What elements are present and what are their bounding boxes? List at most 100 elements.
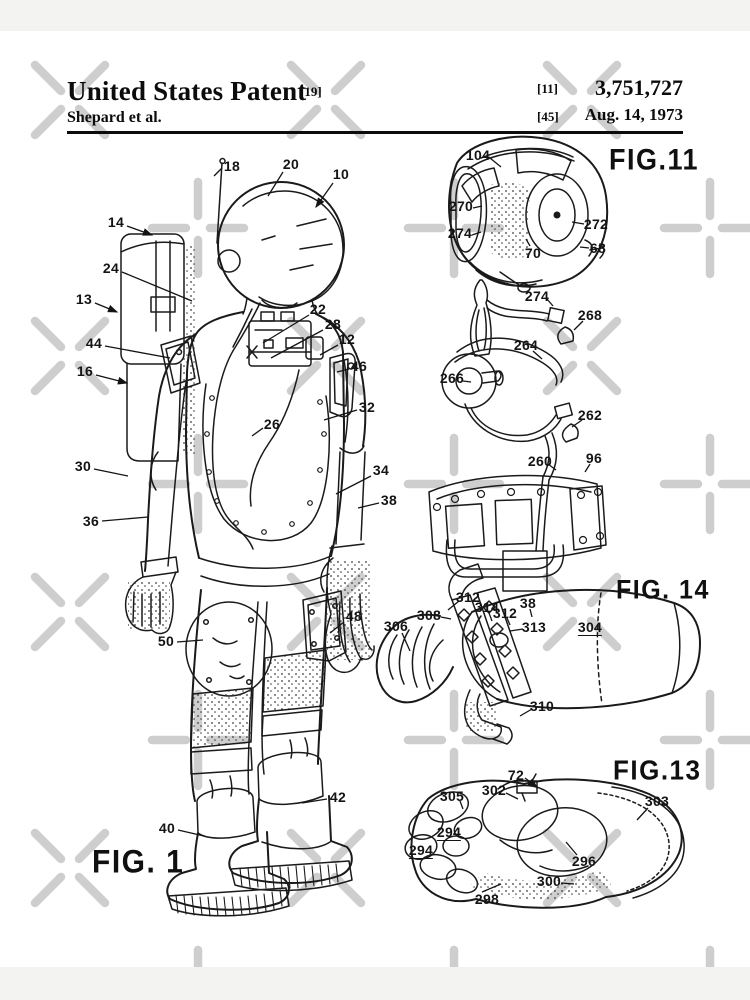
callout-fig13-298: 298	[474, 891, 500, 907]
watermark-mark	[586, 104, 622, 140]
watermark-mark	[330, 872, 366, 908]
callout-fig1-42: 42	[329, 789, 347, 805]
leader-line	[472, 205, 483, 209]
callout-fig14-310: 310	[529, 698, 555, 714]
watermark-mark	[74, 872, 110, 908]
watermark-mark	[586, 616, 622, 652]
callout-fig1-44: 44	[85, 335, 103, 351]
leader-line	[547, 463, 557, 471]
leader-line	[213, 167, 223, 177]
leader-line	[506, 617, 511, 626]
leader-line	[532, 350, 543, 360]
watermark-mark	[586, 828, 622, 864]
callout-fig13-302: 302	[481, 782, 507, 798]
watermark-mark	[74, 828, 110, 864]
leader-line	[336, 368, 350, 373]
watermark-mark	[542, 616, 578, 652]
leader-line	[95, 374, 129, 385]
patent-title: United States Patent	[67, 76, 307, 106]
watermark-mark	[330, 316, 366, 352]
watermark-mark	[30, 828, 66, 864]
callout-fig11-262: 262	[577, 407, 603, 423]
leader-line	[573, 320, 584, 331]
watermark-mark	[30, 360, 66, 396]
patent-date-label: [45]	[537, 109, 559, 124]
watermark-mark	[30, 60, 66, 96]
watermark-mark	[30, 104, 66, 140]
fig1-spacesuit-drawing	[120, 157, 375, 917]
watermark-mark	[286, 104, 322, 140]
leader-line	[481, 883, 502, 893]
leader-line	[571, 221, 585, 225]
callout-fig14-312: 312	[455, 589, 481, 605]
callout-fig13-303: 303	[644, 793, 670, 809]
leader-line	[301, 798, 328, 804]
watermark-mark	[74, 616, 110, 652]
callout-fig1-46: 46	[350, 358, 368, 374]
callout-fig13-305: 305	[439, 788, 465, 804]
watermark-mark	[330, 828, 366, 864]
callout-fig1-16: 16	[76, 363, 94, 379]
callout-fig11-70: 70	[524, 245, 542, 261]
watermark-mark	[330, 360, 366, 396]
leader-line	[584, 463, 591, 473]
callout-fig11-272: 272	[583, 216, 609, 232]
watermark-mark	[330, 60, 366, 96]
callout-fig1-14: 14	[107, 214, 125, 230]
callout-fig13-294: 294	[436, 824, 462, 841]
callout-fig11-268: 268	[577, 307, 603, 323]
watermark-mark	[74, 360, 110, 396]
callout-fig14-314: 314	[474, 599, 500, 615]
callout-fig1-24: 24	[102, 260, 120, 276]
inventor-name: Shepard et al.	[67, 109, 162, 126]
leader-line	[267, 171, 284, 197]
leader-line	[529, 608, 533, 618]
watermark-mark	[286, 60, 322, 96]
callout-fig11-260: 260	[527, 453, 553, 469]
callout-fig11-270: 270	[448, 198, 474, 214]
leader-line	[335, 475, 372, 495]
callout-fig14-304: 304	[577, 619, 603, 636]
figure-label-fig14: FIG. 14	[616, 574, 710, 606]
watermark-mark	[330, 104, 366, 140]
watermark-mark	[30, 872, 66, 908]
patent-date: Aug. 14, 1973	[584, 105, 683, 124]
figure-label-fig13: FIG.13	[613, 753, 702, 787]
leader-line	[251, 427, 264, 437]
callout-fig11-274: 274	[447, 225, 473, 241]
watermark-mark	[586, 360, 622, 396]
fig14-glove-drawing	[375, 563, 701, 745]
leader-line	[357, 502, 380, 509]
watermark-mark	[586, 60, 622, 96]
callout-fig1-32: 32	[358, 399, 376, 415]
leader-line	[101, 516, 149, 522]
leader-line	[565, 841, 578, 856]
watermark-mark	[30, 616, 66, 652]
leader-line	[401, 632, 411, 652]
callout-fig1-34: 34	[372, 462, 390, 478]
callout-fig1-10: 10	[332, 166, 350, 182]
callout-fig11-104: 104	[465, 147, 491, 163]
callout-fig11-274: 274	[524, 288, 550, 304]
callout-fig1-18: 18	[223, 158, 241, 174]
callout-fig13-296: 296	[571, 853, 597, 869]
callout-fig1-13: 13	[75, 291, 93, 307]
patent-page	[0, 31, 750, 967]
callout-fig14-38: 38	[519, 595, 537, 611]
leader-line	[270, 329, 324, 359]
callout-fig14-306: 306	[383, 618, 409, 634]
leader-line	[462, 380, 472, 383]
leader-line	[519, 708, 533, 717]
watermark-mark	[542, 104, 578, 140]
watermark-mark	[542, 60, 578, 96]
header-rule	[67, 131, 683, 134]
callout-fig11-96: 96	[585, 450, 603, 466]
callout-fig1-12: 12	[338, 331, 356, 347]
watermark-mark	[30, 316, 66, 352]
figure-label-fig11: FIG.11	[609, 143, 700, 177]
leader-line	[262, 314, 310, 344]
leader-line	[315, 182, 334, 209]
leader-line	[121, 271, 193, 302]
